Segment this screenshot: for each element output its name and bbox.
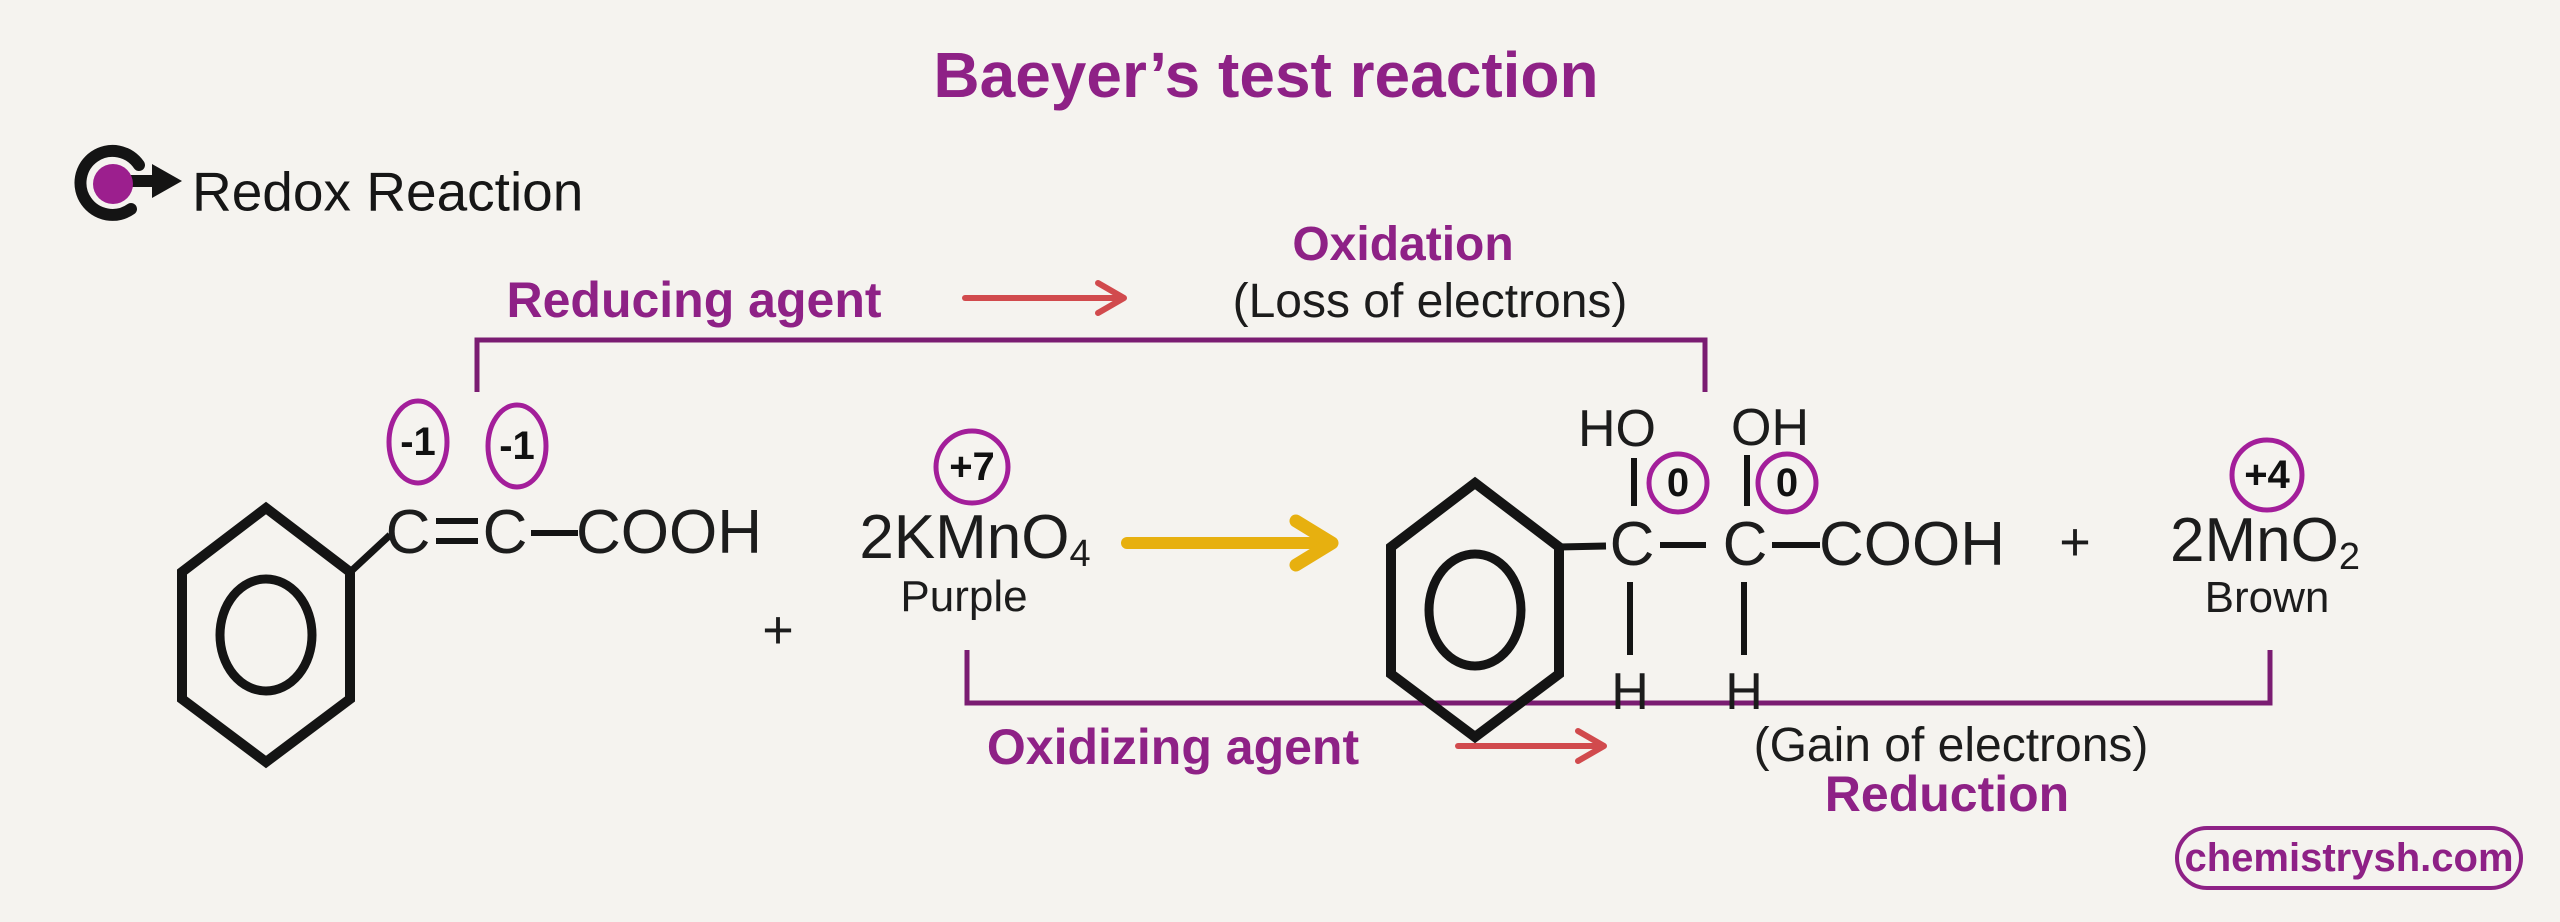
product-ho-group: HO bbox=[1578, 400, 1656, 458]
kmno4-charge: +7 bbox=[949, 445, 995, 489]
reduction-arrow bbox=[1455, 728, 1607, 764]
oxidation-arrow bbox=[962, 280, 1127, 316]
oxidation-label: Oxidation bbox=[1292, 218, 1514, 271]
mno2-formula-subscript: 2 bbox=[2338, 536, 2360, 578]
charge-circle-reactant-2 bbox=[485, 402, 549, 490]
oxidizing-agent-label: Oxidizing agent bbox=[986, 719, 1360, 775]
kmno4-state-label: Purple bbox=[900, 572, 1028, 621]
charge-circle-kmno4 bbox=[933, 428, 1011, 506]
redox-reaction-label: Redox Reaction bbox=[192, 160, 584, 223]
plus-sign-right: + bbox=[2059, 512, 2091, 572]
reactant-carbon-1: C bbox=[385, 498, 431, 567]
reduction-bracket bbox=[964, 650, 2273, 706]
reactant-cooh-group: COOH bbox=[576, 498, 762, 567]
reactant-benzene-ring bbox=[177, 501, 393, 769]
oxidation-bracket bbox=[474, 337, 1708, 392]
product-benzene-ring bbox=[1386, 476, 1607, 744]
watermark-badge: chemistrysh.com bbox=[2175, 826, 2523, 890]
kmno4-formula-subscript: 4 bbox=[1069, 533, 1091, 575]
charge-circle-product-1 bbox=[1646, 451, 1710, 515]
product-oh-group: OH bbox=[1731, 399, 1809, 457]
product-carbon-1: C bbox=[1609, 510, 1655, 579]
mno2-formula-main: 2MnO bbox=[2170, 506, 2339, 575]
charge-circle-product-2 bbox=[1755, 451, 1819, 515]
mno2-state-label: Brown bbox=[2204, 573, 2330, 622]
reactant-carbon-2: C bbox=[482, 498, 528, 567]
charge-circle-reactant-1 bbox=[386, 398, 450, 486]
kmno4-formula-main: 2KMnO bbox=[859, 503, 1070, 572]
product-carbon-2: C bbox=[1722, 510, 1768, 579]
product-cooh-group: COOH bbox=[1819, 510, 2005, 579]
product-hydrogen-1: H bbox=[1611, 663, 1649, 721]
product-charge-1: 0 bbox=[1666, 461, 1690, 505]
loss-of-electrons-label: (Loss of electrons) bbox=[1232, 275, 1628, 328]
reduction-label: Reduction bbox=[1824, 766, 2070, 822]
product-bonds bbox=[1627, 455, 1820, 655]
reactant-bonds bbox=[436, 518, 578, 544]
charge-circle-mno2 bbox=[2229, 437, 2305, 513]
reaction-arrow bbox=[1121, 514, 1339, 572]
watermark-text: chemistrysh.com bbox=[2184, 835, 2514, 880]
mno2-charge: +4 bbox=[2244, 453, 2290, 497]
redox-cycle-icon bbox=[74, 144, 182, 221]
reactant-charge-1: -1 bbox=[400, 420, 436, 464]
reducing-agent-label: Reducing agent bbox=[506, 272, 882, 328]
gain-of-electrons-label: (Gain of electrons) bbox=[1753, 719, 2149, 772]
product-charge-2: 0 bbox=[1775, 461, 1799, 505]
reactant-charge-2: -1 bbox=[499, 424, 535, 468]
product-hydrogen-2: H bbox=[1725, 663, 1763, 721]
plus-sign-left: + bbox=[762, 600, 794, 660]
page-title: Baeyer’s test reaction bbox=[933, 39, 1599, 111]
